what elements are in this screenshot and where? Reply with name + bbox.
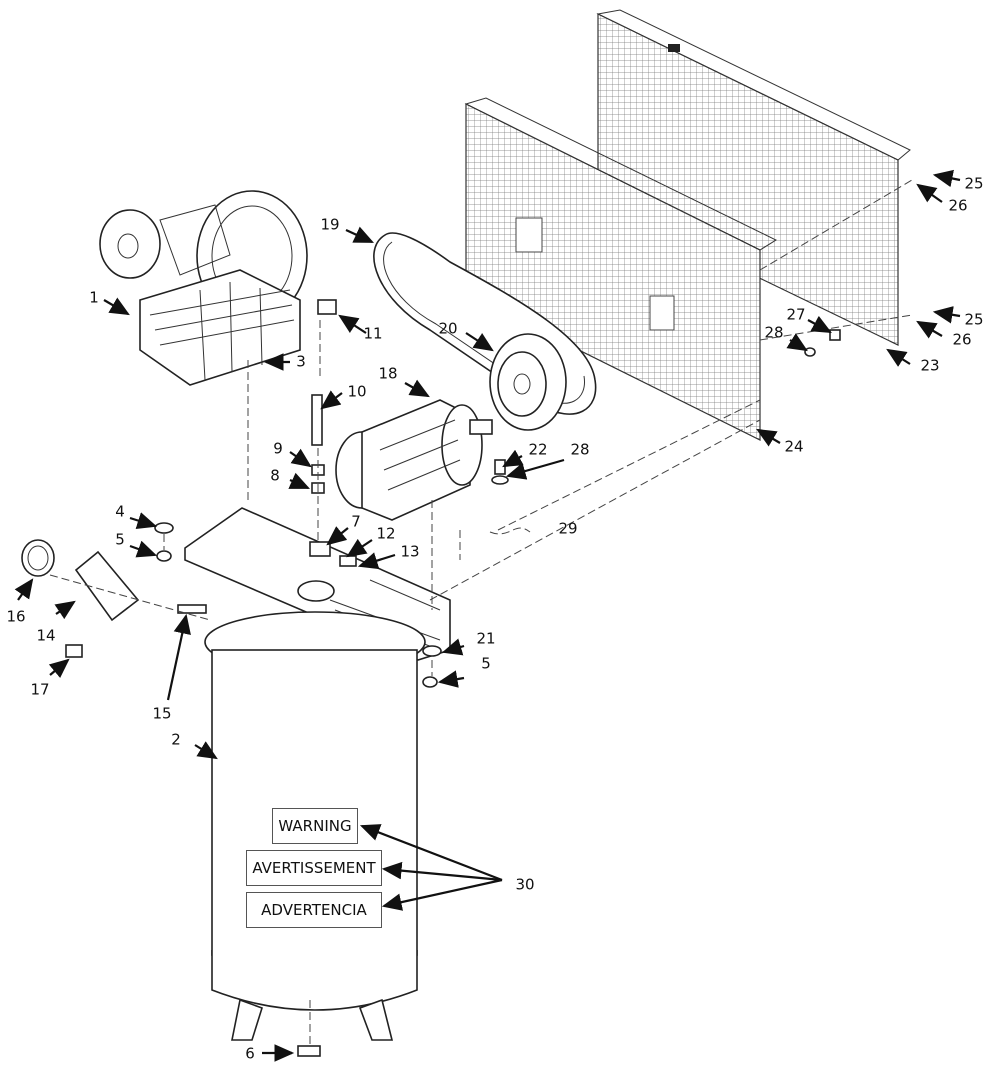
callout-25-top: 25 [964,174,984,193]
callout-24: 24 [784,437,804,456]
belt-guard-front [464,97,778,441]
callout-arrows [14,169,961,1062]
assembly-dashed-lines [49,179,913,1046]
callout-28-bottom: 28 [570,440,590,459]
callout-13: 13 [400,542,420,561]
compressor-pump [99,190,308,386]
belt-guard-back [596,9,911,346]
callout-30: 30 [515,875,535,894]
avertissement-label: AVERTISSEMENT [246,850,382,886]
callout-27: 27 [786,305,806,324]
warning-label: WARNING [272,808,358,844]
callout-23: 23 [920,356,940,375]
callout-15: 15 [152,704,172,723]
pressure-gauge [21,539,55,577]
callout-18: 18 [378,364,398,383]
gauge-panel [74,550,140,622]
callout-4: 4 [115,502,125,521]
callout-26-top: 26 [948,196,968,215]
motor-pulley [489,333,567,431]
callout-20: 20 [438,319,458,338]
callout-28-top: 28 [764,323,784,342]
callout-11: 11 [363,324,383,343]
callout-3: 3 [296,352,306,371]
callout-6: 6 [245,1044,255,1063]
callout-2: 2 [171,730,181,749]
callout-17: 17 [30,680,50,699]
callout-8: 8 [270,466,280,485]
advertencia-label: ADVERTENCIA [246,892,382,928]
callout-22: 22 [528,440,548,459]
callout-21: 21 [476,629,496,648]
callout-26-bottom: 26 [952,330,972,349]
callout-5-left: 5 [115,530,125,549]
callout-9: 9 [273,439,283,458]
callout-29: 29 [558,519,578,538]
electric-motor [335,399,493,521]
callout-5-right: 5 [481,654,491,673]
callout-16: 16 [6,607,26,626]
callout-19: 19 [320,215,340,234]
callout-12: 12 [376,524,396,543]
callout-25-bottom: 25 [964,310,984,329]
callout-1: 1 [89,288,99,307]
callout-10: 10 [347,382,367,401]
callout-14: 14 [36,626,56,645]
callout-7: 7 [351,512,361,531]
